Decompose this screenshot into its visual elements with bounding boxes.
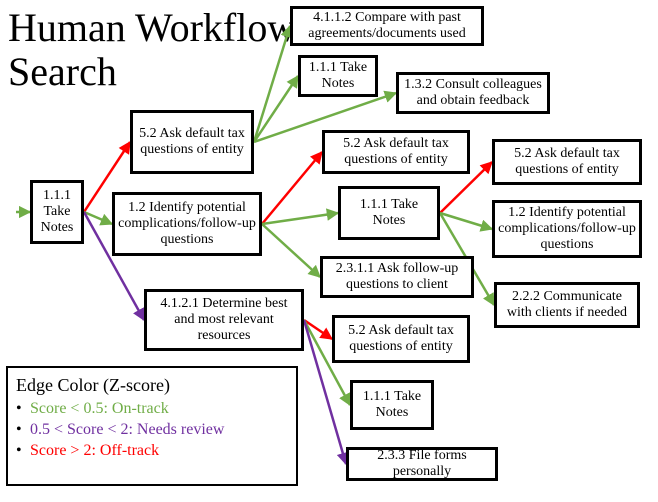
node-n8: 1.1.1 Take Notes (338, 186, 440, 240)
edge-n2-n9 (261, 223, 321, 278)
title-line-2: Search (8, 49, 117, 94)
node-n7: 5.2 Ask default tax questions of entity (322, 130, 470, 174)
node-n1: 5.2 Ask default tax questions of entity (130, 110, 254, 174)
node-n13: 5.2 Ask default tax questions of entity (332, 315, 470, 363)
node-n11: 1.2 Identify potential complications/fol… (492, 200, 642, 258)
node-n5: 1.1.1 Take Notes (298, 55, 378, 97)
legend-item-on-track: • Score < 0.5: On-track (16, 398, 288, 419)
node-n4: 4.1.1.2 Compare with past agreements/doc… (290, 6, 484, 46)
node-n3: 4.1.2.1 Determine best and most relevant… (144, 289, 304, 351)
edge-n3-n15 (302, 319, 349, 466)
edge-n0-n2 (83, 210, 114, 226)
node-n6: 1.3.2 Consult colleagues and obtain feed… (396, 72, 550, 114)
edge-n1-n6 (253, 90, 398, 144)
legend-item-label: Score > 2: Off-track (30, 442, 160, 459)
edge-n2-n7 (261, 151, 323, 225)
node-n10: 5.2 Ask default tax questions of entity (492, 139, 642, 185)
edge-n1-n5 (252, 74, 300, 143)
bullet-icon: • (16, 400, 22, 417)
legend: Edge Color (Z-score) • Score < 0.5: On-tr… (6, 366, 298, 486)
edge-n8-n11 (439, 211, 494, 232)
legend-item-label: Score < 0.5: On-track (30, 400, 169, 417)
edge-n0-n1 (82, 140, 132, 213)
node-n14: 1.1.1 Take Notes (350, 380, 434, 430)
edge-n0-n3 (82, 211, 146, 322)
edge-n8-n10 (439, 161, 493, 214)
edge-n3-n13 (303, 318, 334, 341)
node-n15: 2.3.3 File forms personally (346, 447, 498, 481)
legend-item-needs-review: • 0.5 < Score < 2: Needs review (16, 419, 288, 440)
legend-item-off-track: • Score > 2: Off-track (16, 440, 288, 461)
node-n0: 1.1.1 Take Notes (30, 180, 84, 244)
edge-n2-n8 (261, 208, 340, 226)
legend-item-label: 0.5 < Score < 2: Needs review (30, 421, 225, 438)
diagram-title: Human Workflow Search (8, 6, 296, 94)
edge-n3-n14 (302, 319, 352, 407)
legend-title: Edge Color (Z-score) (16, 375, 170, 395)
node-n9: 2.3.1.1 Ask follow-up questions to clien… (320, 256, 474, 298)
node-n12: 2.2.2 Communicate with clients if needed (494, 282, 640, 328)
bullet-icon: • (16, 442, 22, 459)
legend-list: • Score < 0.5: On-track • 0.5 < Score < 2:… (16, 398, 288, 461)
node-n2: 1.2 Identify potential complications/fol… (112, 192, 262, 256)
title-line-1: Human Workflow (8, 5, 297, 50)
bullet-icon: • (16, 421, 22, 438)
edge-n1-n4 (252, 24, 293, 143)
